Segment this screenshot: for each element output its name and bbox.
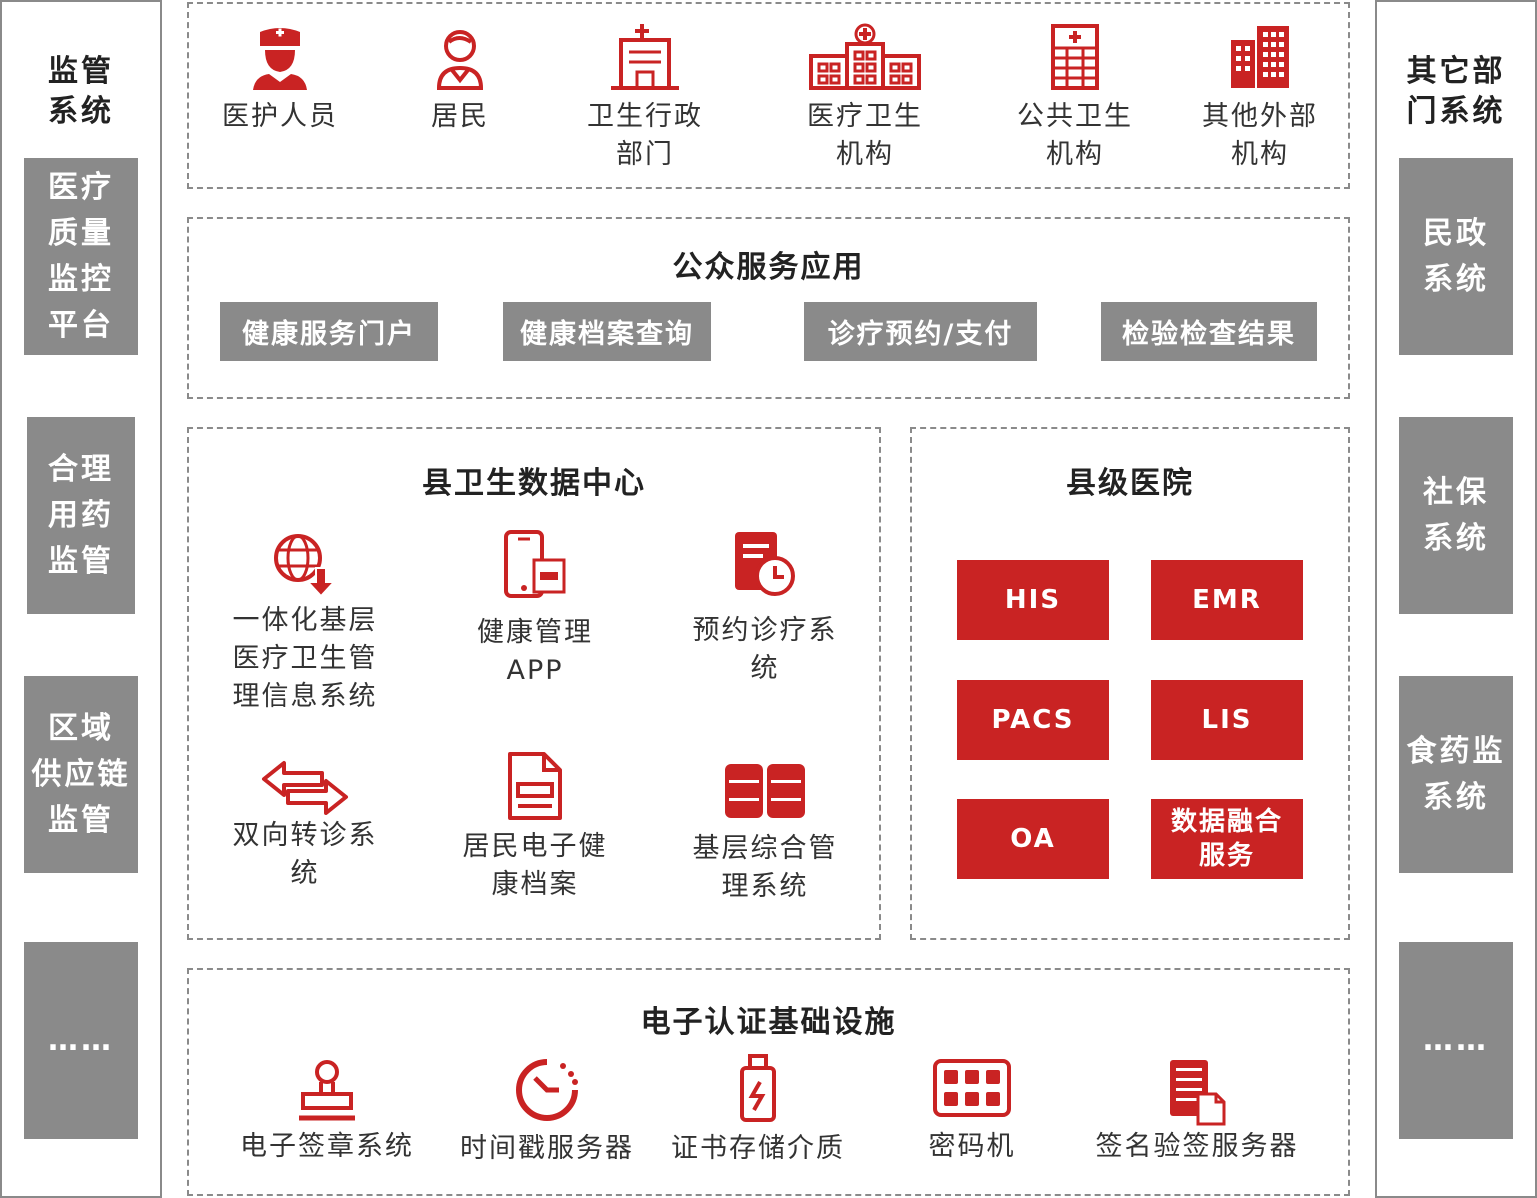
hospital-icon [809, 23, 921, 90]
emr-system[interactable]: EMR [1151, 560, 1303, 640]
user-label: 其他外部 机构 [1202, 101, 1318, 170]
oa-system[interactable]: OA [957, 799, 1109, 879]
stamp-icon [299, 1060, 355, 1121]
public-service-section [187, 217, 1350, 399]
e-auth-item-label: 电子签章系统 [240, 1131, 414, 1162]
nurse-icon [253, 28, 307, 90]
mobile-app-icon [504, 530, 566, 598]
data-center-item-label: 双向转诊系 统 [232, 820, 378, 889]
data-fusion-service[interactable]: 数据融合 服务 [1151, 799, 1303, 879]
right-item-food-drug: 食药监 系统 [1399, 676, 1513, 873]
pacs-system[interactable]: PACS [957, 680, 1109, 760]
health-admin-building-icon [611, 24, 679, 90]
right-item-social-security: 社保 系统 [1399, 417, 1513, 614]
signature-server-icon [1170, 1060, 1226, 1126]
his-system[interactable]: HIS [957, 560, 1109, 640]
timer-icon [516, 1059, 578, 1121]
test-results-button[interactable]: 检验检查结果 [1101, 302, 1317, 361]
user-label: 医疗卫生 机构 [807, 101, 923, 170]
health-portal-button[interactable]: 健康服务门户 [220, 302, 438, 361]
left-item-drug-supervision: 合理 用药 监管 [27, 417, 135, 614]
user-label: 公共卫生 机构 [1017, 101, 1133, 170]
user-medical-institution: 医疗卫生 机构 [790, 22, 940, 174]
data-center-item: 健康管理 APP [455, 530, 615, 690]
file-icon [508, 752, 562, 820]
user-label: 医护人员 [222, 101, 338, 132]
county-hospital-title: 县级医院 [1066, 466, 1194, 501]
e-auth-item-label: 时间戳服务器 [460, 1133, 634, 1164]
county-hospital-section [910, 427, 1350, 940]
record-query-button[interactable]: 健康档案查询 [503, 302, 711, 361]
crypto-machine-icon [933, 1059, 1011, 1117]
right-panel-title: 其它部 门系统 [1406, 54, 1506, 129]
appointment-payment-button[interactable]: 诊疗预约/支付 [804, 302, 1037, 361]
data-center-item: 双向转诊系 统 [215, 757, 395, 893]
left-item-more: …… [24, 942, 138, 1139]
data-center-item: 基层综合管 理系统 [680, 762, 850, 906]
e-auth-item-label: 密码机 [928, 1131, 1016, 1162]
user-label: 居民 [431, 101, 489, 132]
e-auth-item: 签名验签服务器 [1080, 1058, 1314, 1166]
user-resident: 居民 [400, 22, 520, 136]
e-auth-item: 电子签章系统 [232, 1058, 422, 1166]
e-auth-item: 时间戳服务器 [452, 1056, 642, 1168]
document-clock-icon [735, 532, 795, 596]
user-health-admin: 卫生行政 部门 [570, 22, 720, 174]
public-service-title: 公众服务应用 [672, 250, 865, 285]
left-panel-title: 监管 系统 [48, 54, 114, 129]
resident-icon [436, 30, 484, 90]
office-building-icon [1231, 26, 1289, 88]
e-auth-item-label: 证书存储介质 [671, 1133, 845, 1164]
data-center-section [187, 427, 881, 940]
data-center-item-label: 预约诊疗系 统 [692, 615, 838, 684]
globe-download-icon [274, 534, 337, 598]
lis-system[interactable]: LIS [1151, 680, 1303, 760]
data-center-item-label: 一体化基层 医疗卫生管 理信息系统 [232, 605, 378, 712]
e-auth-section [187, 968, 1350, 1196]
data-center-title: 县卫生数据中心 [422, 466, 646, 501]
server-rack-icon [725, 764, 805, 818]
e-auth-title: 电子认证基础设施 [640, 1005, 897, 1040]
left-item-quality-monitoring: 医疗 质量 监控 平台 [24, 158, 138, 355]
user-public-health: 公共卫生 机构 [1000, 22, 1150, 174]
data-center-item: 一体化基层 医疗卫生管 理信息系统 [215, 530, 395, 716]
data-center-item-label: 基层综合管 理系统 [692, 833, 838, 902]
e-auth-item: 证书存储介质 [660, 1054, 856, 1168]
e-auth-item: 密码机 [897, 1058, 1047, 1166]
right-item-more: …… [1399, 942, 1513, 1139]
public-health-building-icon [1051, 24, 1099, 90]
e-auth-item-label: 签名验签服务器 [1095, 1131, 1299, 1162]
data-center-item-label: 居民电子健 康档案 [462, 831, 608, 900]
usb-key-icon [740, 1054, 776, 1122]
user-other-external: 其他外部 机构 [1185, 22, 1335, 174]
data-center-item-label: 健康管理 APP [477, 617, 593, 686]
left-item-supply-chain: 区域 供应链 监管 [24, 676, 138, 873]
users-section [187, 2, 1350, 189]
user-label: 卫生行政 部门 [587, 101, 703, 170]
two-way-arrows-icon [262, 761, 348, 815]
user-medical-staff: 医护人员 [210, 22, 350, 136]
right-item-civil-affairs: 民政 系统 [1399, 158, 1513, 355]
data-center-item: 居民电子健 康档案 [455, 750, 615, 904]
data-center-item: 预约诊疗系 统 [680, 530, 850, 688]
